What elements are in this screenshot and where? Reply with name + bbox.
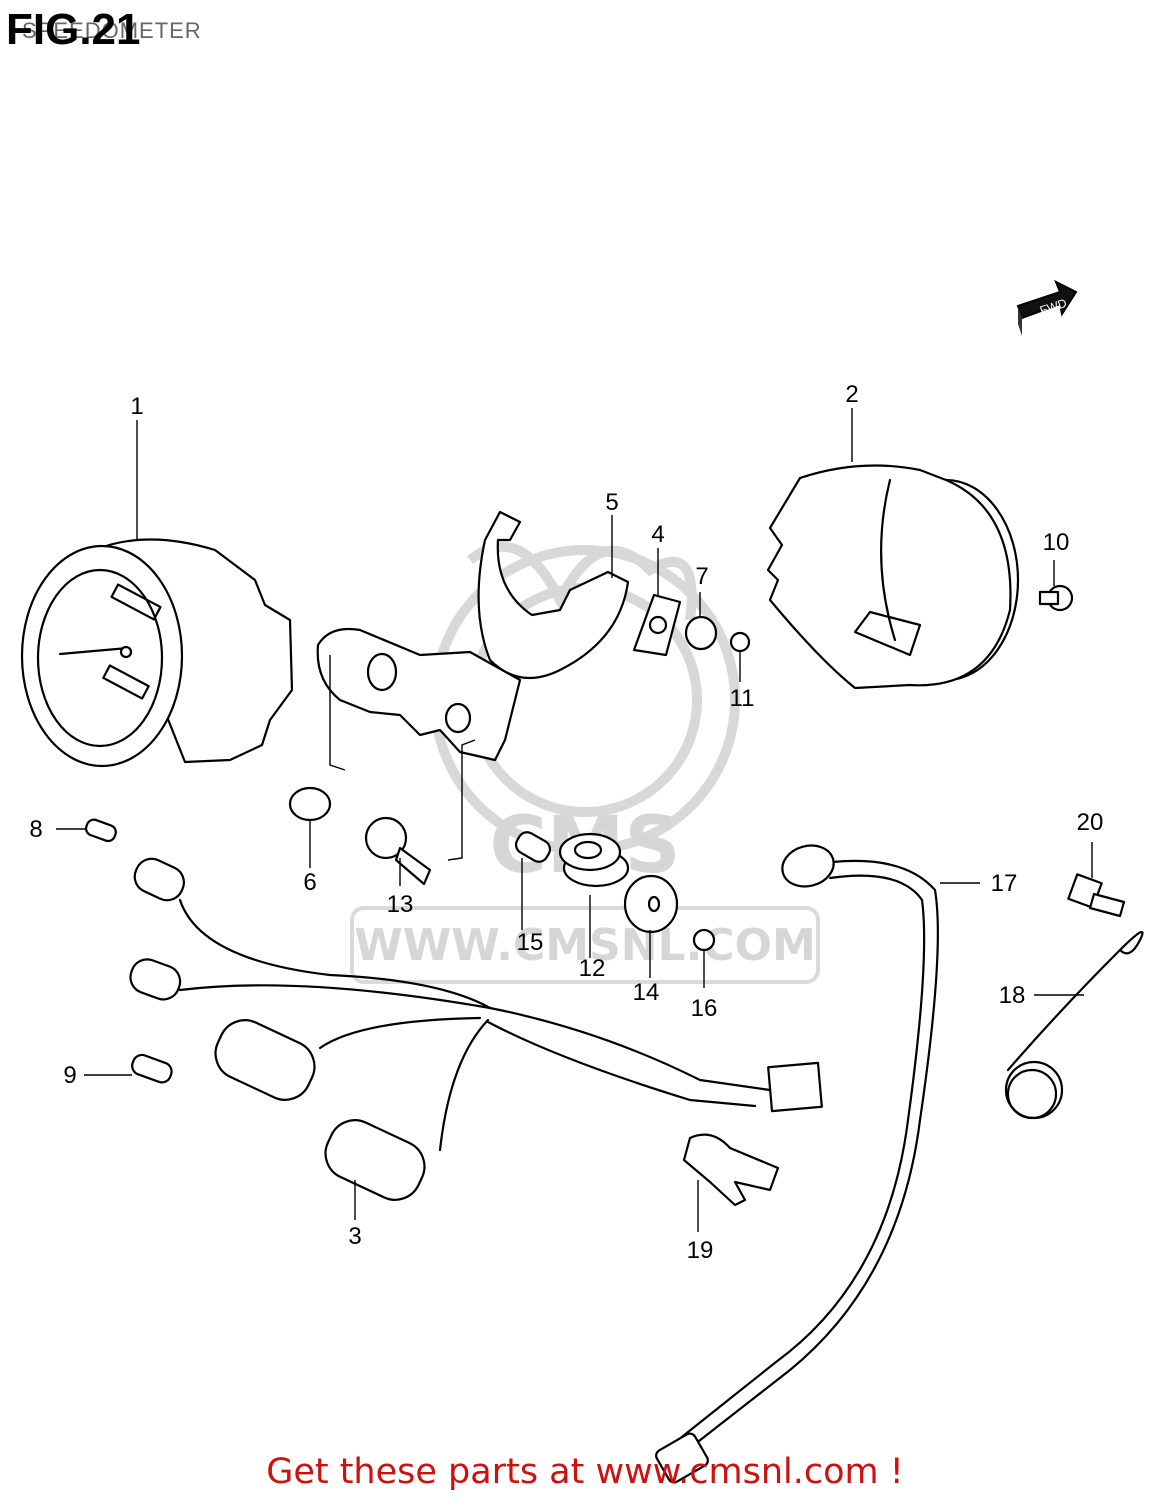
part-20-bolt	[1067, 873, 1126, 918]
cmsnl-parts-link[interactable]: Get these parts at www.cmsnl.com !	[266, 1452, 904, 1492]
callout-10: 10	[1043, 529, 1070, 556]
part-7-washer	[684, 615, 718, 651]
part-11-nut	[729, 631, 751, 653]
part-18-spring	[1004, 930, 1144, 1120]
callout-12: 12	[579, 955, 606, 982]
callout-4: 4	[651, 521, 664, 548]
watermark-face	[466, 541, 697, 621]
callout-16: 16	[691, 995, 718, 1022]
fwd-arrow-icon: FWD	[1016, 279, 1078, 336]
part-13-bolt	[364, 816, 432, 886]
part-8-bulb	[84, 818, 117, 843]
part-5-bracket	[316, 510, 630, 762]
part-12-socket	[558, 832, 630, 888]
part-15-bulb	[514, 831, 552, 863]
callout-13: 13	[387, 891, 414, 918]
watermark-url-text: WWW.CMSNL.COM	[354, 920, 816, 971]
leader-lines	[56, 408, 1093, 1232]
callout-18: 18	[999, 982, 1026, 1009]
callout-6: 6	[303, 869, 316, 896]
callout-20: 20	[1077, 809, 1104, 836]
figure-subtitle: SPEEDOMETER	[22, 18, 202, 43]
part-4-grommet	[632, 593, 682, 657]
part-1-speedometer	[20, 538, 294, 768]
part-19-clamp	[682, 1133, 780, 1207]
callout-2: 2	[845, 381, 858, 408]
part-2-cover	[766, 464, 1020, 690]
callout-8: 8	[29, 816, 42, 843]
callout-5: 5	[605, 489, 618, 516]
callout-19: 19	[687, 1237, 714, 1264]
callout-14: 14	[633, 979, 660, 1006]
part-16-nut	[692, 928, 716, 952]
callout-3: 3	[348, 1223, 361, 1250]
callout-7: 7	[695, 563, 708, 590]
callout-17: 17	[991, 870, 1018, 897]
callout-15: 15	[517, 929, 544, 956]
callout-numbers: 1 2 3 4 5 6 7 8 9 10 11 12 13 14 15 16 1…	[29, 381, 1103, 1264]
part-9-bulb	[131, 1053, 173, 1084]
part-17-cable	[655, 844, 939, 1484]
watermark-url-box	[350, 906, 820, 984]
part-10-screw	[1038, 584, 1074, 612]
callout-11: 11	[730, 685, 755, 712]
figure-title: FIG.21	[6, 5, 141, 54]
callout-9: 9	[63, 1062, 76, 1089]
callout-1: 1	[130, 393, 143, 420]
part-3-harness	[129, 857, 823, 1201]
part-14-washer	[623, 874, 679, 934]
part-6-grommet	[288, 786, 332, 822]
